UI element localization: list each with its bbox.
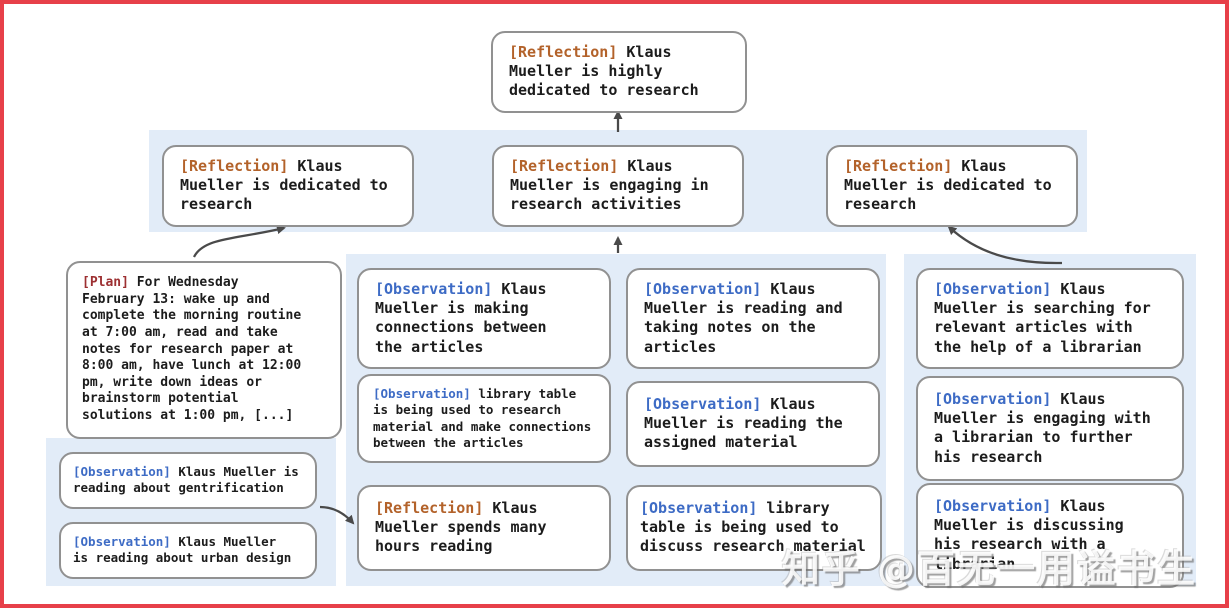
- node-reflection-right: [Reflection] Klaus Mueller is dedicated …: [826, 145, 1078, 227]
- zhihu-watermark: 知乎 @百无一用谥书生: [781, 547, 1197, 591]
- node-text: Klaus Mueller is reading about urban des…: [73, 534, 292, 566]
- node-text: library table is being used to research …: [373, 386, 592, 450]
- node-text: Klaus Mueller is searching for relevant …: [934, 280, 1151, 356]
- node-text: Klaus Mueller is reading about gentrific…: [73, 464, 299, 496]
- observation-tag: [Observation]: [73, 534, 171, 549]
- node-text: Klaus Mueller is highly dedicated to res…: [509, 43, 699, 100]
- reflection-tag: [Reflection]: [180, 157, 289, 175]
- node-observation-library-discuss: [Observation] library table is being use…: [626, 485, 882, 571]
- reflection-tag: [Reflection]: [509, 43, 618, 61]
- observation-tag: [Observation]: [934, 497, 1052, 515]
- observation-tag: [Observation]: [934, 390, 1052, 408]
- reflection-tag: [Reflection]: [844, 157, 953, 175]
- plan-tag: [Plan]: [82, 275, 129, 290]
- node-text: library table is being used to discuss r…: [640, 499, 866, 556]
- node-observation-taking-notes: [Observation] Klaus Mueller is reading a…: [626, 268, 880, 369]
- node-text: Klaus Mueller is dedicated to research: [844, 157, 1052, 214]
- node-reflection-left: [Reflection] Klaus Mueller is dedicated …: [162, 145, 414, 227]
- node-text: For Wednesday February 13: wake up and c…: [82, 275, 302, 423]
- observation-tag: [Observation]: [934, 280, 1052, 298]
- node-text: Klaus Mueller is engaging with a librari…: [934, 390, 1151, 466]
- node-observation-urban-design: [Observation] Klaus Mueller is reading a…: [59, 522, 317, 579]
- node-reflection-center: [Reflection] Klaus Mueller is engaging i…: [492, 145, 744, 227]
- node-reflection-hours-reading: [Reflection] Klaus Mueller spends many h…: [357, 485, 611, 571]
- node-observation-library-research: [Observation] library table is being use…: [357, 374, 611, 463]
- observation-tag: [Observation]: [644, 395, 762, 413]
- node-text: Klaus Mueller is making connections betw…: [375, 280, 547, 356]
- observation-tag: [Observation]: [375, 280, 493, 298]
- observation-tag: [Observation]: [373, 386, 471, 401]
- node-observation-gentrification: [Observation] Klaus Mueller is reading a…: [59, 452, 317, 509]
- node-observation-engaging-librarian: [Observation] Klaus Mueller is engaging …: [916, 376, 1184, 481]
- node-text: Klaus Mueller spends many hours reading: [375, 499, 547, 556]
- reflection-tag: [Reflection]: [375, 499, 484, 517]
- node-observation-discussing-research: [Observation] Klaus Mueller is discussin…: [916, 483, 1184, 588]
- node-text: Klaus Mueller is reading the assigned ma…: [644, 395, 843, 452]
- node-observation-searching-articles: [Observation] Klaus Mueller is searching…: [916, 268, 1184, 369]
- observation-tag: [Observation]: [640, 499, 758, 517]
- node-observation-assigned-material: [Observation] Klaus Mueller is reading t…: [626, 381, 880, 467]
- node-text: Klaus Mueller is discussing his research…: [934, 497, 1124, 573]
- reflection-tag: [Reflection]: [510, 157, 619, 175]
- node-text: Klaus Mueller is dedicated to research: [180, 157, 388, 214]
- node-text: Klaus Mueller is engaging in research ac…: [510, 157, 709, 214]
- node-plan: [Plan] For Wednesday February 13: wake u…: [66, 261, 342, 439]
- node-text: Klaus Mueller is reading and taking note…: [644, 280, 843, 356]
- node-reflection-root: [Reflection] Klaus Mueller is highly ded…: [491, 31, 747, 113]
- arrow-plan-to-left-reflection: [192, 225, 286, 258]
- node-observation-connections: [Observation] Klaus Mueller is making co…: [357, 268, 611, 369]
- observation-tag: [Observation]: [73, 464, 171, 479]
- observation-tag: [Observation]: [644, 280, 762, 298]
